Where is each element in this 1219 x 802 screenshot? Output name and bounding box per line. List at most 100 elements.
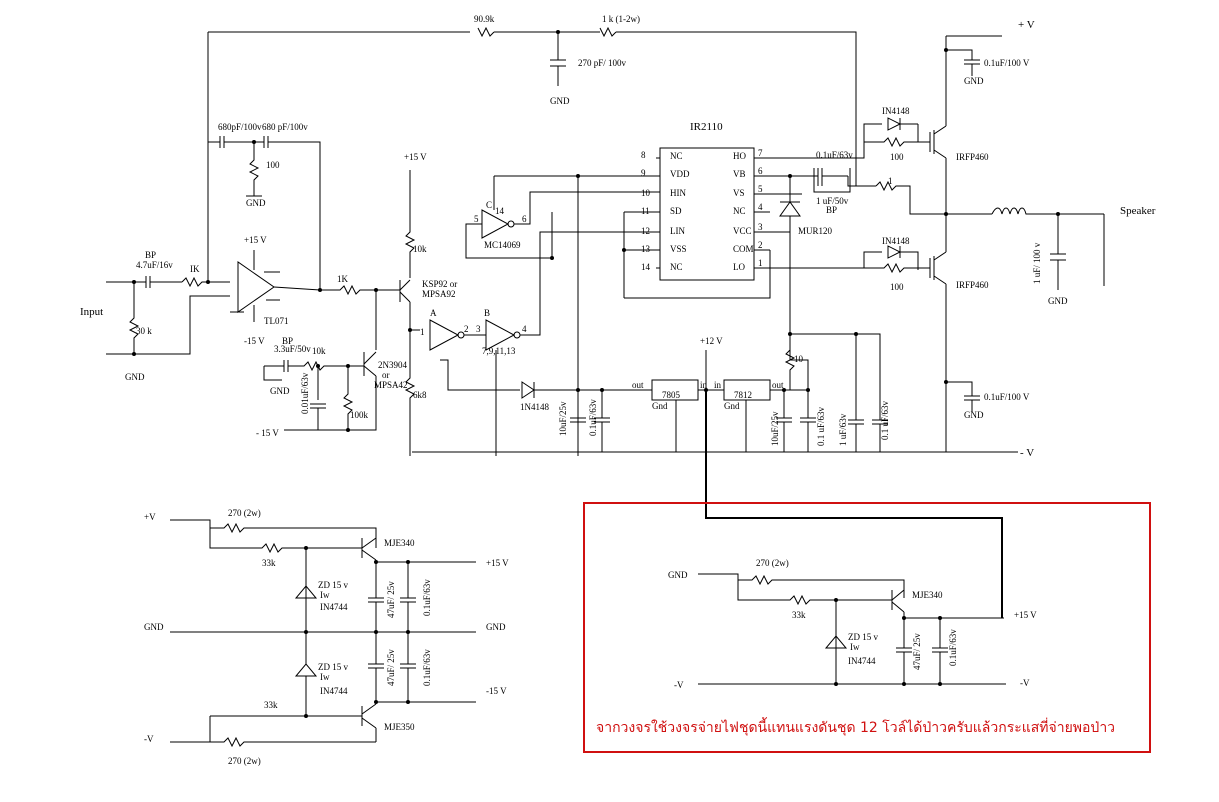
c-680pf-b-label: 680 pF/100v <box>262 122 308 132</box>
pin-3: 3 <box>758 222 763 232</box>
pin-5: 5 <box>758 184 763 194</box>
c-01u63-b: 0.1 uF/63v <box>816 406 826 446</box>
reg-out-1: out <box>632 380 644 390</box>
zd-w-top-label: Iw <box>320 590 330 600</box>
r-270-2w-top-label: 270 (2w) <box>228 508 261 518</box>
pin-nc-2: NC <box>670 262 683 272</box>
gnd-input-label: GND <box>125 372 145 382</box>
plus15-ls-label: +15 V <box>404 152 427 162</box>
c-680pf-a-label: 680pF/100v <box>218 122 262 132</box>
r-30k-label: 30 k <box>136 326 152 336</box>
r-100-lo-label: 100 <box>890 282 904 292</box>
mje340-label: MJE340 <box>384 538 415 548</box>
gnd-fb-label: GND <box>246 198 266 208</box>
input-label: Input <box>80 306 103 318</box>
plus15v-out-label: +15 V <box>486 558 509 568</box>
mc14069-label: MC14069 <box>484 240 521 250</box>
gate-a-pin1: 1 <box>420 327 425 337</box>
pin-13: 13 <box>641 244 651 254</box>
plus-v-top-label: + V <box>1018 19 1035 31</box>
gate-b-pin4: 4 <box>522 324 527 334</box>
bp-label-boot: BP <box>826 205 837 215</box>
c-1u100-label: 1 uF/ 100 v <box>1032 242 1042 284</box>
thai-note: จากวงจรใช้วงจรจ่ายไฟชุดนี้แทนแรงดันชุด 1… <box>596 717 1115 736</box>
zd-box-label: ZD 15 v <box>848 632 878 642</box>
r-33k-box-label: 33k <box>792 610 806 620</box>
r-1-label: 1 <box>888 176 893 186</box>
c-01u-bot-label: 0.1uF/63v <box>422 649 432 686</box>
gnd-top-cap-label: GND <box>964 76 984 86</box>
minus-v-left-label: -V <box>144 734 154 744</box>
c-01u63-c: 0.1 uF/63v <box>880 400 890 440</box>
reg-7805-label: 7805 <box>662 390 681 400</box>
gnd-left-label: GND <box>144 622 164 632</box>
pin-10: 10 <box>641 188 651 198</box>
minus15v-out-label: -15 V <box>486 686 507 696</box>
zd-w-box-label: Iw <box>850 642 860 652</box>
pin-vb: VB <box>733 169 746 179</box>
proposed-supply <box>698 573 1006 686</box>
ksp92-label: KSP92 or <box>422 279 457 289</box>
c-001-label: 0.01uF/63v <box>300 372 310 414</box>
mpsa42-label: MPSA42 <box>374 380 408 390</box>
irfp460-hi-label: IRFP460 <box>956 152 989 162</box>
pin-1: 1 <box>758 258 763 268</box>
minus-v-box-left-label: -V <box>674 680 684 690</box>
c-bp-1u50-label: 1 uF/50v <box>816 196 849 206</box>
r-1k-2w-label: 1 k (1-2w) <box>602 14 640 24</box>
ic-ir2110-label: IR2110 <box>690 121 723 133</box>
connection-wire <box>705 390 1003 618</box>
gate-b-pin3: 3 <box>476 324 481 334</box>
r-33k-top-label: 33k <box>262 558 276 568</box>
irfp460-lo-label: IRFP460 <box>956 280 989 290</box>
c-01u100-bot-label: 0.1uF/100 V <box>984 392 1030 402</box>
mje340-box-label: MJE340 <box>912 590 943 600</box>
in4744-top-label: IN4744 <box>320 602 348 612</box>
mur120-label: MUR120 <box>798 226 833 236</box>
pin-sd: SD <box>670 206 682 216</box>
or-label: or <box>382 370 390 380</box>
c-bp-01u-label: 0.1uF/63v <box>816 150 853 160</box>
c-47u-top-label: 47uF/ 25v <box>386 581 396 618</box>
mje350-label: MJE350 <box>384 722 415 732</box>
pin-7: 7 <box>758 148 763 158</box>
pin-com: COM <box>733 244 754 254</box>
c-4u7-label: 4.7uF/16v <box>136 260 173 270</box>
zd-top-label: ZD 15 v <box>318 580 348 590</box>
pin-vcc: VCC <box>733 226 752 236</box>
minus15-opamp-label: -15 V <box>244 336 265 346</box>
r-1k-b-label: 1K <box>337 274 349 284</box>
gnd-speaker-label: GND <box>1048 296 1068 306</box>
highlight-box <box>583 502 1151 753</box>
c-01u63-a: 0.1uF/63v <box>588 399 598 436</box>
r-100k-label: 100k <box>350 410 369 420</box>
gate-a-label: A <box>430 308 437 318</box>
reg-in-1: in <box>700 380 708 390</box>
d-1n4148-label: 1N4148 <box>520 402 549 412</box>
c-1u63: 1 uF/63v <box>838 413 848 446</box>
bp-label-input: BP <box>145 250 156 260</box>
plus15v-box-label: +15 V <box>1014 610 1037 620</box>
r-6k8-label: 6k8 <box>413 390 427 400</box>
r-10-label: 10 <box>794 354 804 364</box>
t-2n3904-label: 2N3904 <box>378 360 407 370</box>
c-10u25-b: 10uF/25v <box>770 411 780 446</box>
pin-14: 14 <box>641 262 651 272</box>
c-47u-box-label: 47uF/ 25v <box>912 633 922 670</box>
reg-7812-label: 7812 <box>734 390 752 400</box>
zd-bot-label: ZD 15 v <box>318 662 348 672</box>
gnd-right-label: GND <box>486 622 506 632</box>
pin-vdd: VDD <box>670 169 690 179</box>
reg-gnd-1: Gnd <box>652 401 668 411</box>
c-10u25-a: 10uF/25v <box>558 401 568 436</box>
reg-gnd-2: Gnd <box>724 401 740 411</box>
gate-b-label: B <box>484 308 490 318</box>
r-100-hi-label: 100 <box>890 152 904 162</box>
opamp-tl071-label: TL071 <box>264 316 289 326</box>
regulators <box>440 332 888 452</box>
gate-c-pin6: 6 <box>522 214 527 224</box>
pin-nc-3: NC <box>733 206 746 216</box>
pin-2: 2 <box>758 240 763 250</box>
gate-c-pin5: 5 <box>474 214 479 224</box>
